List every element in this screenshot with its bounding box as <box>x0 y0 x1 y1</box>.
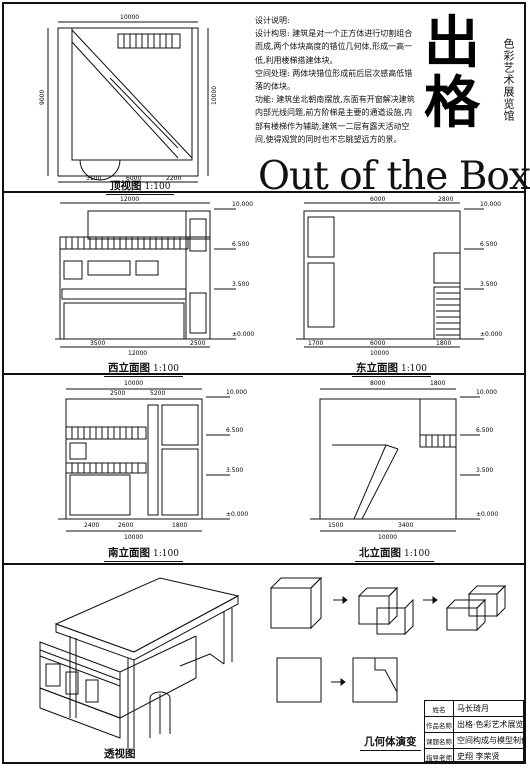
east-top-dim-1: 6000 <box>370 196 385 203</box>
top-left-dim: 9000 <box>39 90 46 105</box>
south-top-dim-2: 2500 <box>110 390 125 397</box>
north-level-2: 6.500 <box>476 427 493 434</box>
north-bottom-dim-1: 1500 <box>328 522 343 529</box>
south-level-1: 10.000 <box>226 389 247 396</box>
east-level-2: 6.500 <box>480 241 497 248</box>
east-bottom-dim-3: 1800 <box>436 340 451 347</box>
title-block-label: 姓名 <box>425 701 454 716</box>
east-level-4: ±0.000 <box>480 331 502 338</box>
west-level-1: 10.000 <box>232 201 253 208</box>
north-top-dim-1: 8000 <box>370 380 385 387</box>
west-bottom-dim-2: 2500 <box>190 340 205 347</box>
north-level-1: 10.000 <box>476 389 497 396</box>
west-top-dim: 12000 <box>120 196 139 203</box>
elevation-band-1 <box>4 193 524 375</box>
north-total-dim: 10000 <box>378 534 397 541</box>
title-block-value: 马长琦月 <box>457 704 489 713</box>
geometry-evolution-drawing <box>269 576 507 703</box>
south-level-2: 6.500 <box>226 427 243 434</box>
title-block-value: 空间构成与模型制作 <box>457 736 523 745</box>
title-char-1: 出 <box>424 11 480 76</box>
east-total-dim: 10000 <box>370 350 389 357</box>
title-block: 姓名 马长琦月 作品名称 出格·色彩艺术展览馆 课题名称 空间构成与模型制作 指… <box>424 700 524 764</box>
geometry-caption: 几何体演变 <box>360 734 421 751</box>
south-bottom-dim-1: 2400 <box>84 522 99 529</box>
title-block-value: 史翔 李荣贤 <box>457 752 500 761</box>
east-level-1: 10.000 <box>480 201 501 208</box>
notes-heading: 设计说明: <box>255 16 290 25</box>
east-elevation-drawing: 6000 2800 10.000 6.500 3.500 ±0.000 1700… <box>296 196 502 357</box>
title-block-label: 指导老师 <box>425 749 454 764</box>
title-english: Out of the Box <box>258 154 530 199</box>
south-level-3: 3.500 <box>226 467 243 474</box>
west-elevation-drawing: 12000 10.000 6.500 3.500 ±0.000 3500 250… <box>55 196 254 357</box>
notes-paragraph-1: 设计构思: 建筑是对一个正方体进行切割组合而成,两个体块高度的错位几何体,形成一… <box>255 29 413 65</box>
east-level-3: 3.500 <box>480 281 497 288</box>
title-block-row: 姓名 马长琦月 <box>425 701 523 717</box>
top-right-dim: 10000 <box>211 86 218 105</box>
west-level-4: ±0.000 <box>232 331 254 338</box>
top-bottom-dim-2: 6000 <box>126 175 141 182</box>
south-top-dim-1: 10000 <box>124 380 143 387</box>
east-bottom-dim-2: 6000 <box>370 340 385 347</box>
south-bottom-dim-3: 1800 <box>172 522 187 529</box>
east-top-dim-2: 2800 <box>438 196 453 203</box>
top-width-dim: 10000 <box>120 14 139 21</box>
top-band <box>4 4 524 193</box>
north-top-dim-2: 1800 <box>430 380 445 387</box>
south-total-dim: 10000 <box>124 534 143 541</box>
north-elevation-drawing: 8000 1800 10.000 6.500 3.500 ±0.000 1500… <box>310 380 498 541</box>
title-block-row: 课题名称 空间构成与模型制作 <box>425 733 523 749</box>
perspective-drawing <box>39 577 240 748</box>
title-block-label: 课题名称 <box>425 733 454 748</box>
notes-paragraph-2: 空间处理: 两体块错位形成前后层次感高低错落的体块。 <box>255 68 413 92</box>
title-block-row: 指导老师 史翔 李荣贤 <box>425 749 523 764</box>
west-total-dim: 12000 <box>128 350 147 357</box>
west-level-3: 3.500 <box>232 281 249 288</box>
east-bottom-dim-1: 1700 <box>308 340 323 347</box>
west-bottom-dim-1: 3500 <box>90 340 105 347</box>
notes-paragraph-3: 功能: 建筑坐北朝南摆放,东面有开窗解决建筑内部光线问题,前方阶梯是主要的通道设… <box>255 95 415 144</box>
south-level-4: ±0.000 <box>226 511 248 518</box>
title-block-value: 出格·色彩艺术展览馆 <box>457 720 523 729</box>
elevation-band-2 <box>4 375 524 565</box>
title-block-row: 作品名称 出格·色彩艺术展览馆 <box>425 717 523 733</box>
top-bottom-dim-1: 3100 <box>86 175 101 182</box>
north-level-3: 3.500 <box>476 467 493 474</box>
north-level-4: ±0.000 <box>476 511 498 518</box>
design-notes: 设计说明: 设计构思: 建筑是对一个正方体进行切割组合而成,两个体块高度的错位几… <box>255 14 420 146</box>
north-bottom-dim-2: 3400 <box>398 522 413 529</box>
title-vertical-subtitle: 色彩艺术展览馆 <box>502 38 515 122</box>
top-bottom-dim-3: 2200 <box>166 175 181 182</box>
title-char-2: 格 <box>424 71 480 136</box>
south-bottom-dim-2: 2600 <box>118 522 133 529</box>
title-block-label: 作品名称 <box>425 717 454 732</box>
top-view-drawing: 10000 9000 10000 3100 6000 2200 <box>39 14 218 183</box>
south-elevation-drawing: 10000 2500 5200 10.000 6.500 3.500 ±0.00… <box>58 380 248 541</box>
south-top-dim-3: 5200 <box>150 390 165 397</box>
west-level-2: 6.500 <box>232 241 249 248</box>
perspective-caption: 透视图 <box>100 746 140 763</box>
